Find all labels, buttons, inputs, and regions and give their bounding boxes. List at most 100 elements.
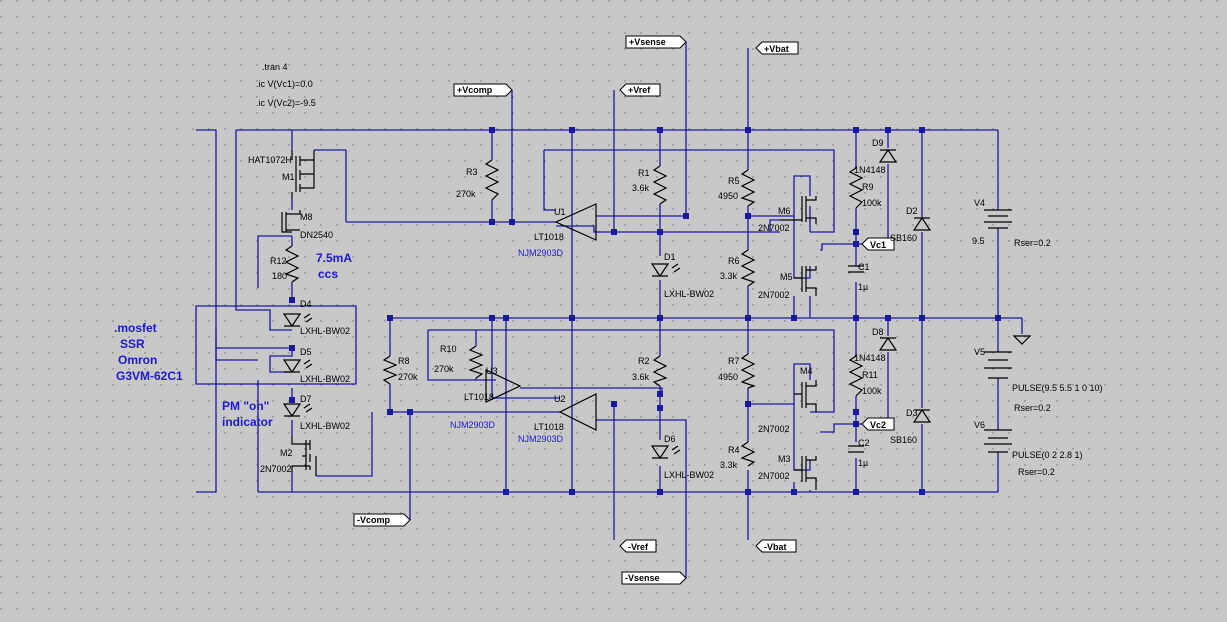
d4-symbol bbox=[282, 313, 302, 328]
note-pm-line2: indicator bbox=[222, 415, 273, 429]
d3-symbol bbox=[912, 408, 932, 423]
label-m8: M8 bbox=[300, 212, 313, 222]
u2-symbol bbox=[558, 393, 597, 431]
label-d5: D5 bbox=[300, 347, 312, 357]
ground-symbol bbox=[1012, 335, 1032, 345]
label-m3-model: 2N7002 bbox=[758, 471, 790, 481]
label-d7: D7 bbox=[300, 394, 312, 404]
c1-symbol bbox=[848, 265, 864, 273]
d9-symbol bbox=[878, 148, 898, 163]
note-ssr-line1: .mosfet bbox=[114, 321, 157, 335]
label-v5-rser: Rser=0.2 bbox=[1014, 403, 1051, 413]
component-symbols bbox=[281, 148, 1032, 490]
label-d4: D4 bbox=[300, 299, 312, 309]
label-r2: R2 bbox=[638, 356, 650, 366]
label-r8-val: 270k bbox=[398, 372, 418, 382]
junctions bbox=[289, 127, 1001, 495]
label-r1-val: 3.6k bbox=[632, 183, 650, 193]
net-vsense-n: -Vsense bbox=[625, 573, 660, 583]
label-u3-model: LT1018 bbox=[464, 392, 494, 402]
note-ssr-line3: Omron bbox=[118, 353, 157, 367]
label-d6: D6 bbox=[664, 434, 676, 444]
label-u2-model: LT1018 bbox=[534, 422, 564, 432]
r4-symbol bbox=[740, 441, 756, 467]
label-m6: M6 bbox=[778, 206, 791, 216]
label-u1-sub: NJM2903D bbox=[518, 248, 564, 258]
label-r5: R5 bbox=[728, 176, 740, 186]
d5-symbol bbox=[282, 359, 302, 374]
label-d8: D8 bbox=[872, 327, 884, 337]
r10-symbol bbox=[468, 345, 484, 379]
net-vref-p: +Vref bbox=[628, 85, 651, 95]
label-r4: R4 bbox=[728, 445, 740, 455]
label-d6-model: LXHL-BW02 bbox=[664, 470, 714, 480]
label-v5-val: PULSE(9.5 5.5 1 0 10) bbox=[1012, 383, 1103, 393]
label-m3: M3 bbox=[778, 454, 791, 464]
label-v6-rser: Rser=0.2 bbox=[1018, 467, 1055, 477]
label-r1: R1 bbox=[638, 168, 650, 178]
label-u3: U3 bbox=[486, 366, 498, 376]
note-ssr-line4: G3VM-62C1 bbox=[116, 369, 183, 383]
label-r12: R12 bbox=[270, 256, 287, 266]
label-m6-model: 2N7002 bbox=[758, 223, 790, 233]
r6-symbol bbox=[740, 249, 756, 287]
note-pm-line1: PM "on" bbox=[222, 399, 269, 413]
label-r7: R7 bbox=[728, 356, 740, 366]
label-r9-val: 100k bbox=[862, 198, 882, 208]
label-d9-model: 1N4148 bbox=[854, 165, 886, 175]
directive-ic1: .ic V(Vc1)=0.0 bbox=[256, 79, 313, 89]
label-v4: V4 bbox=[974, 198, 985, 208]
label-m1: M1 bbox=[282, 172, 295, 182]
label-d2-model: SB160 bbox=[890, 233, 917, 243]
label-c1: C1 bbox=[858, 262, 870, 272]
net-vbat-n: -Vbat bbox=[764, 542, 787, 552]
r11-symbol bbox=[848, 355, 864, 397]
note-ssr-line2: SSR bbox=[120, 337, 145, 351]
label-d7-model: LXHL-BW02 bbox=[300, 421, 350, 431]
r7-symbol bbox=[740, 353, 756, 389]
label-r12-val: 180 bbox=[272, 271, 287, 281]
r12-symbol bbox=[284, 245, 300, 283]
d8-symbol bbox=[878, 336, 898, 351]
label-r3: R3 bbox=[466, 167, 478, 177]
label-d3: D3 bbox=[906, 408, 918, 418]
label-r8: R8 bbox=[398, 356, 410, 366]
m8-symbol bbox=[281, 210, 301, 233]
label-u1: U1 bbox=[554, 207, 566, 217]
note-ccs-line2: ccs bbox=[318, 267, 338, 281]
m6-symbol bbox=[780, 196, 817, 224]
label-r9: R9 bbox=[862, 182, 874, 192]
d2-symbol bbox=[912, 216, 932, 231]
label-r6-val: 3.3k bbox=[720, 271, 738, 281]
label-r2-val: 3.6k bbox=[632, 372, 650, 382]
m4-symbol bbox=[794, 380, 817, 412]
v6-symbol bbox=[984, 429, 1012, 453]
label-u2-sub-left: NJM2903D bbox=[450, 420, 496, 430]
label-d8-model: 1N4148 bbox=[854, 353, 886, 363]
label-r10: R10 bbox=[440, 344, 457, 354]
u1-symbol bbox=[554, 203, 597, 241]
label-d2: D2 bbox=[906, 206, 918, 216]
label-u1-model: LT1018 bbox=[534, 232, 564, 242]
d1-symbol bbox=[650, 263, 670, 278]
r3-symbol bbox=[484, 159, 500, 201]
label-d9: D9 bbox=[872, 138, 884, 148]
label-c1-val: 1µ bbox=[858, 282, 868, 292]
wires bbox=[195, 42, 1023, 578]
label-d1: D1 bbox=[664, 252, 676, 262]
label-v4-val: 9.5 bbox=[972, 236, 985, 246]
label-m8-model: DN2540 bbox=[300, 230, 333, 240]
r2-symbol bbox=[652, 355, 668, 387]
net-vbat-p: +Vbat bbox=[764, 44, 789, 54]
r8-symbol bbox=[382, 355, 398, 385]
label-m1-model: HAT1072H bbox=[248, 155, 292, 165]
label-v6: V6 bbox=[974, 420, 985, 430]
label-m2: M2 bbox=[280, 448, 293, 458]
label-u2: U2 bbox=[554, 394, 566, 404]
m1-symbol bbox=[291, 150, 315, 198]
label-d4-model: LXHL-BW02 bbox=[300, 326, 350, 336]
m2-symbol bbox=[291, 436, 317, 476]
label-r3-val: 270k bbox=[456, 189, 476, 199]
label-d5-model: LXHL-BW02 bbox=[300, 374, 350, 384]
